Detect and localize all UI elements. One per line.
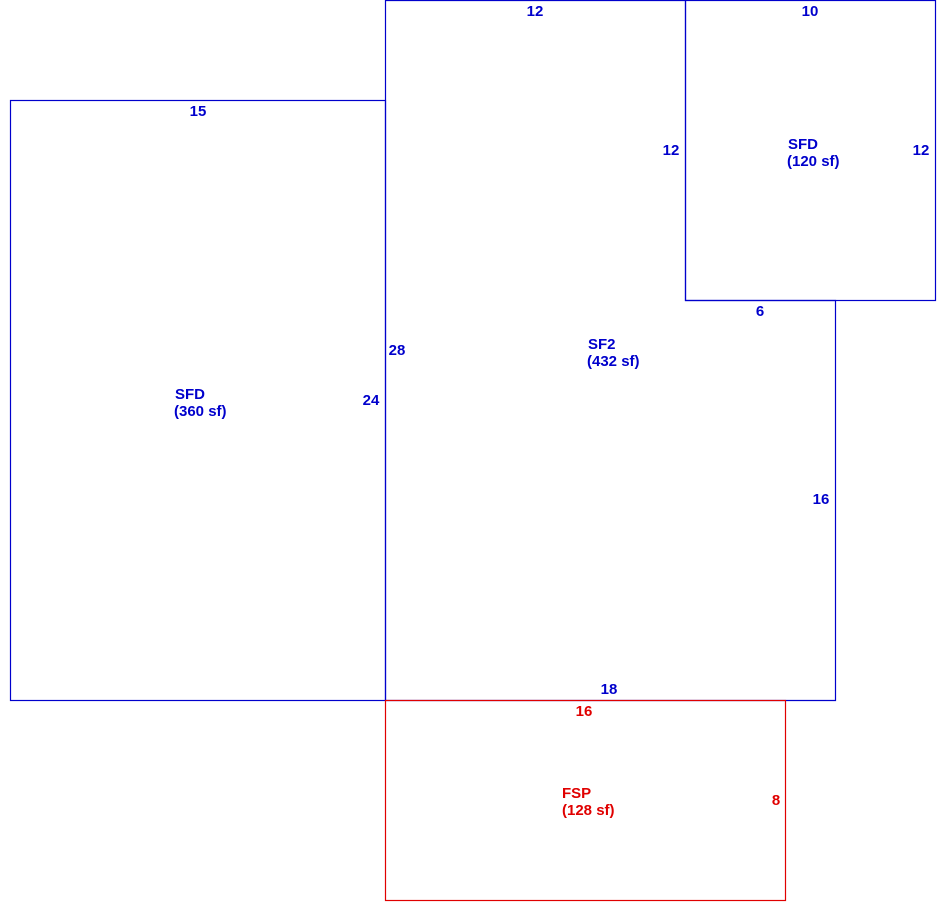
sf2-dim-top: 12: [527, 3, 544, 20]
sfd-small-dim-top: 10: [802, 3, 819, 20]
sf2-area: (432 sf): [587, 353, 640, 370]
sfd-small-code: SFD: [788, 136, 818, 153]
sf2-dim-right: 16: [813, 491, 830, 508]
area-fsp: 16 8 FSP (128 sf): [384, 699, 787, 902]
sfd-small-dim-left: 12: [663, 142, 680, 159]
sfd-main-code: SFD: [175, 386, 205, 403]
fsp-dim-top: 16: [576, 703, 593, 720]
sfd-main-dim-right: 24: [363, 392, 380, 409]
fsp-dim-right: 8: [772, 792, 780, 809]
sf2-dim-notch: 6: [756, 303, 764, 320]
fsp-outline: [384, 699, 787, 902]
area-sfd-small: 10 12 12 SFD (120 sf): [663, 0, 937, 302]
sf2-dim-bottom: 18: [601, 681, 618, 698]
sfd-main-dim-top: 15: [190, 103, 207, 120]
fsp-code: FSP: [562, 785, 591, 802]
sf2-code: SF2: [588, 336, 616, 353]
sfd-small-area: (120 sf): [787, 153, 840, 170]
sf2-dim-left: 28: [389, 342, 406, 359]
sfd-small-dim-right: 12: [913, 142, 930, 159]
sfd-small-outline: [684, 0, 937, 302]
area-sf2: 12 28 6 16 18 SF2 (432 sf): [384, 0, 837, 702]
sfd-main-area: (360 sf): [174, 403, 227, 420]
fsp-area: (128 sf): [562, 802, 615, 819]
area-sfd-main: 15 24 SFD (360 sf): [9, 99, 387, 702]
